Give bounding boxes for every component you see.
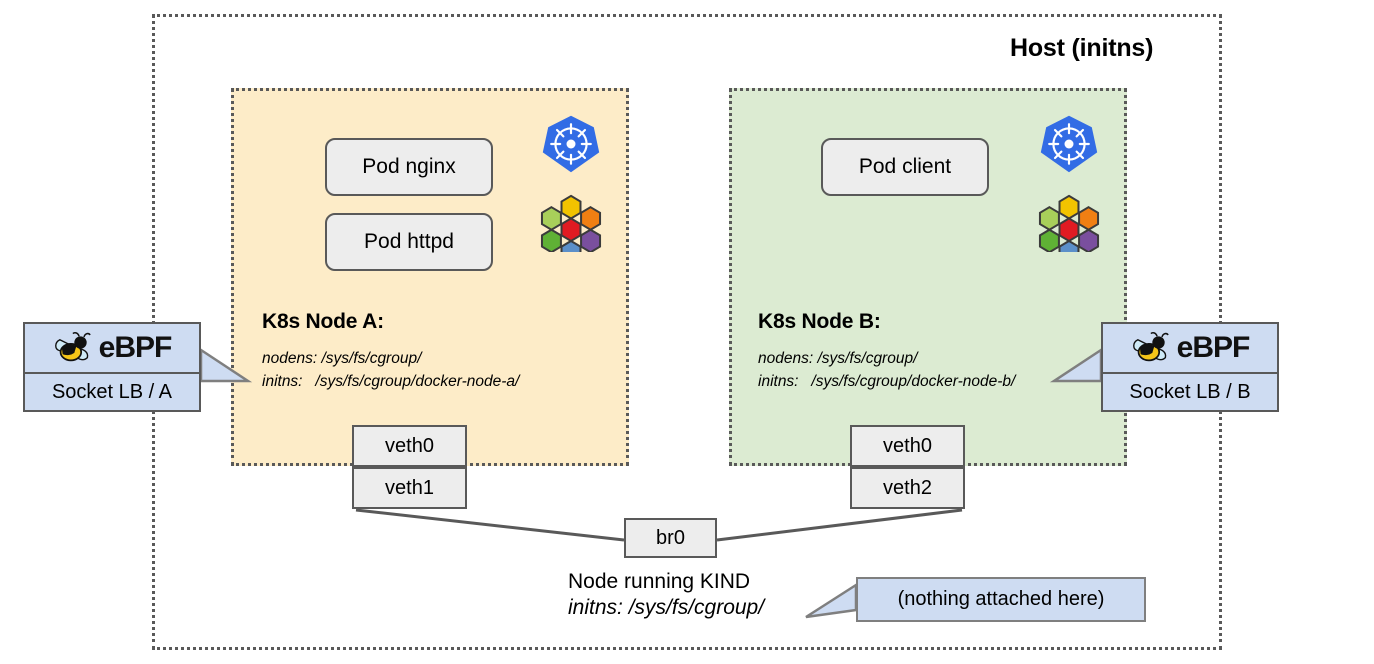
veth0-node-a-box[interactable]: veth0 (352, 425, 467, 467)
node-a-title: K8s Node A: (262, 310, 384, 333)
br0-box[interactable]: br0 (624, 518, 717, 558)
pod-nginx-label: Pod nginx (362, 155, 456, 178)
bee-icon (1132, 331, 1169, 362)
cilium-logo-icon (540, 194, 602, 252)
node-a-label-block: K8s Node A: nodens: /sys/fs/cgroup/ init… (262, 310, 519, 394)
node-b-nodens: nodens: /sys/fs/cgroup/ (758, 350, 918, 367)
node-b-label-block: K8s Node B: nodens: /sys/fs/cgroup/ init… (758, 310, 1015, 394)
veth2-node-b-label: veth2 (883, 476, 932, 499)
veth2-node-b-box[interactable]: veth2 (850, 467, 965, 509)
node-a-initns: initns: /sys/fs/cgroup/docker-node-a/ (262, 372, 520, 390)
kubernetes-logo-icon (1040, 115, 1098, 173)
cilium-logo-icon (1038, 194, 1100, 252)
kind-caption-line2: initns: /sys/fs/cgroup/ (568, 596, 765, 619)
ebpf-badge-socket-lb-b[interactable]: eBPF Socket LB / B (1101, 322, 1279, 412)
ebpf-badge-b-caption: Socket LB / B (1103, 374, 1277, 410)
kind-node-caption: Node running KIND initns: /sys/fs/cgroup… (568, 570, 764, 620)
kind-caption-line1: Node running KIND (568, 570, 751, 593)
nothing-attached-callout: (nothing attached here) (856, 577, 1146, 622)
pod-client-label: Pod client (858, 155, 952, 178)
host-title: Host (initns) (1010, 34, 1154, 62)
node-b-initns: initns: /sys/fs/cgroup/docker-node-b/ (758, 372, 1016, 390)
ebpf-logo-row: eBPF (25, 324, 199, 374)
veth0-node-b-label: veth0 (883, 434, 932, 457)
veth1-node-a-label: veth1 (385, 476, 434, 499)
pod-httpd-label: Pod httpd (364, 230, 454, 253)
ebpf-badge-socket-lb-a[interactable]: eBPF Socket LB / A (23, 322, 201, 412)
veth1-node-a-box[interactable]: veth1 (352, 467, 467, 509)
pod-client-box[interactable]: Pod client (821, 138, 989, 196)
bee-icon (54, 331, 91, 362)
ebpf-logo-row: eBPF (1103, 324, 1277, 374)
node-b-title: K8s Node B: (758, 310, 881, 333)
kubernetes-logo-icon (542, 115, 600, 173)
ebpf-badge-a-caption: Socket LB / A (25, 374, 199, 410)
nothing-attached-text: (nothing attached here) (897, 588, 1105, 610)
ebpf-wordmark: eBPF (1176, 331, 1251, 364)
pod-nginx-box[interactable]: Pod nginx (325, 138, 493, 196)
pod-httpd-box[interactable]: Pod httpd (325, 213, 493, 271)
veth0-node-b-box[interactable]: veth0 (850, 425, 965, 467)
ebpf-wordmark: eBPF (98, 331, 173, 364)
br0-label: br0 (656, 526, 685, 549)
veth0-node-a-label: veth0 (385, 434, 434, 457)
node-a-nodens: nodens: /sys/fs/cgroup/ (262, 350, 422, 367)
